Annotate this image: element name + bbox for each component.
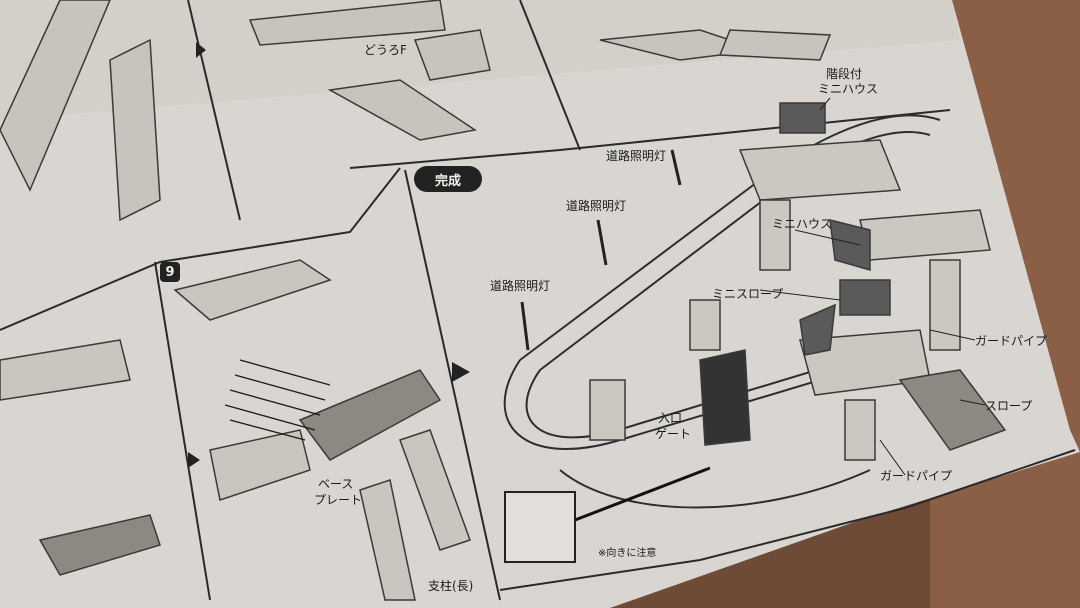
label-road-light-2: 道路照明灯 <box>566 199 627 213</box>
label-mini-house: ミニハウス <box>772 217 833 231</box>
label-base-plate-2: プレート <box>314 493 363 507</box>
label-kaidan-2: ミニハウス <box>818 82 879 96</box>
label-orientation-note: ※向きに注意 <box>598 548 657 559</box>
label-gate-1: 入口 <box>658 411 683 425</box>
label-mini-slope: ミニスロープ <box>712 287 784 301</box>
label-guard-pipe-2: ガードパイプ <box>880 469 953 483</box>
label-guard-pipe-1: ガードパイプ <box>975 334 1048 348</box>
label-road-light-1: 道路照明灯 <box>606 149 667 163</box>
label-douro-f: どうろF <box>364 43 407 57</box>
label-base-plate-1: ベース <box>318 477 354 491</box>
label-support-pillar: 支柱(長) <box>428 579 474 593</box>
label-gate-2: ゲート <box>655 427 692 441</box>
arrow-right-icon <box>196 42 206 58</box>
label-slope: スロープ <box>985 399 1033 413</box>
complete-badge: 完成 <box>414 166 482 192</box>
arrow-right-icon <box>188 452 200 468</box>
label-road-light-3: 道路照明灯 <box>490 279 551 293</box>
inset-orientation-detail <box>504 491 576 563</box>
label-kaidan-1: 階段付 <box>826 67 863 81</box>
arrow-right-icon <box>452 362 470 382</box>
step-number-badge: 9 <box>160 262 180 282</box>
